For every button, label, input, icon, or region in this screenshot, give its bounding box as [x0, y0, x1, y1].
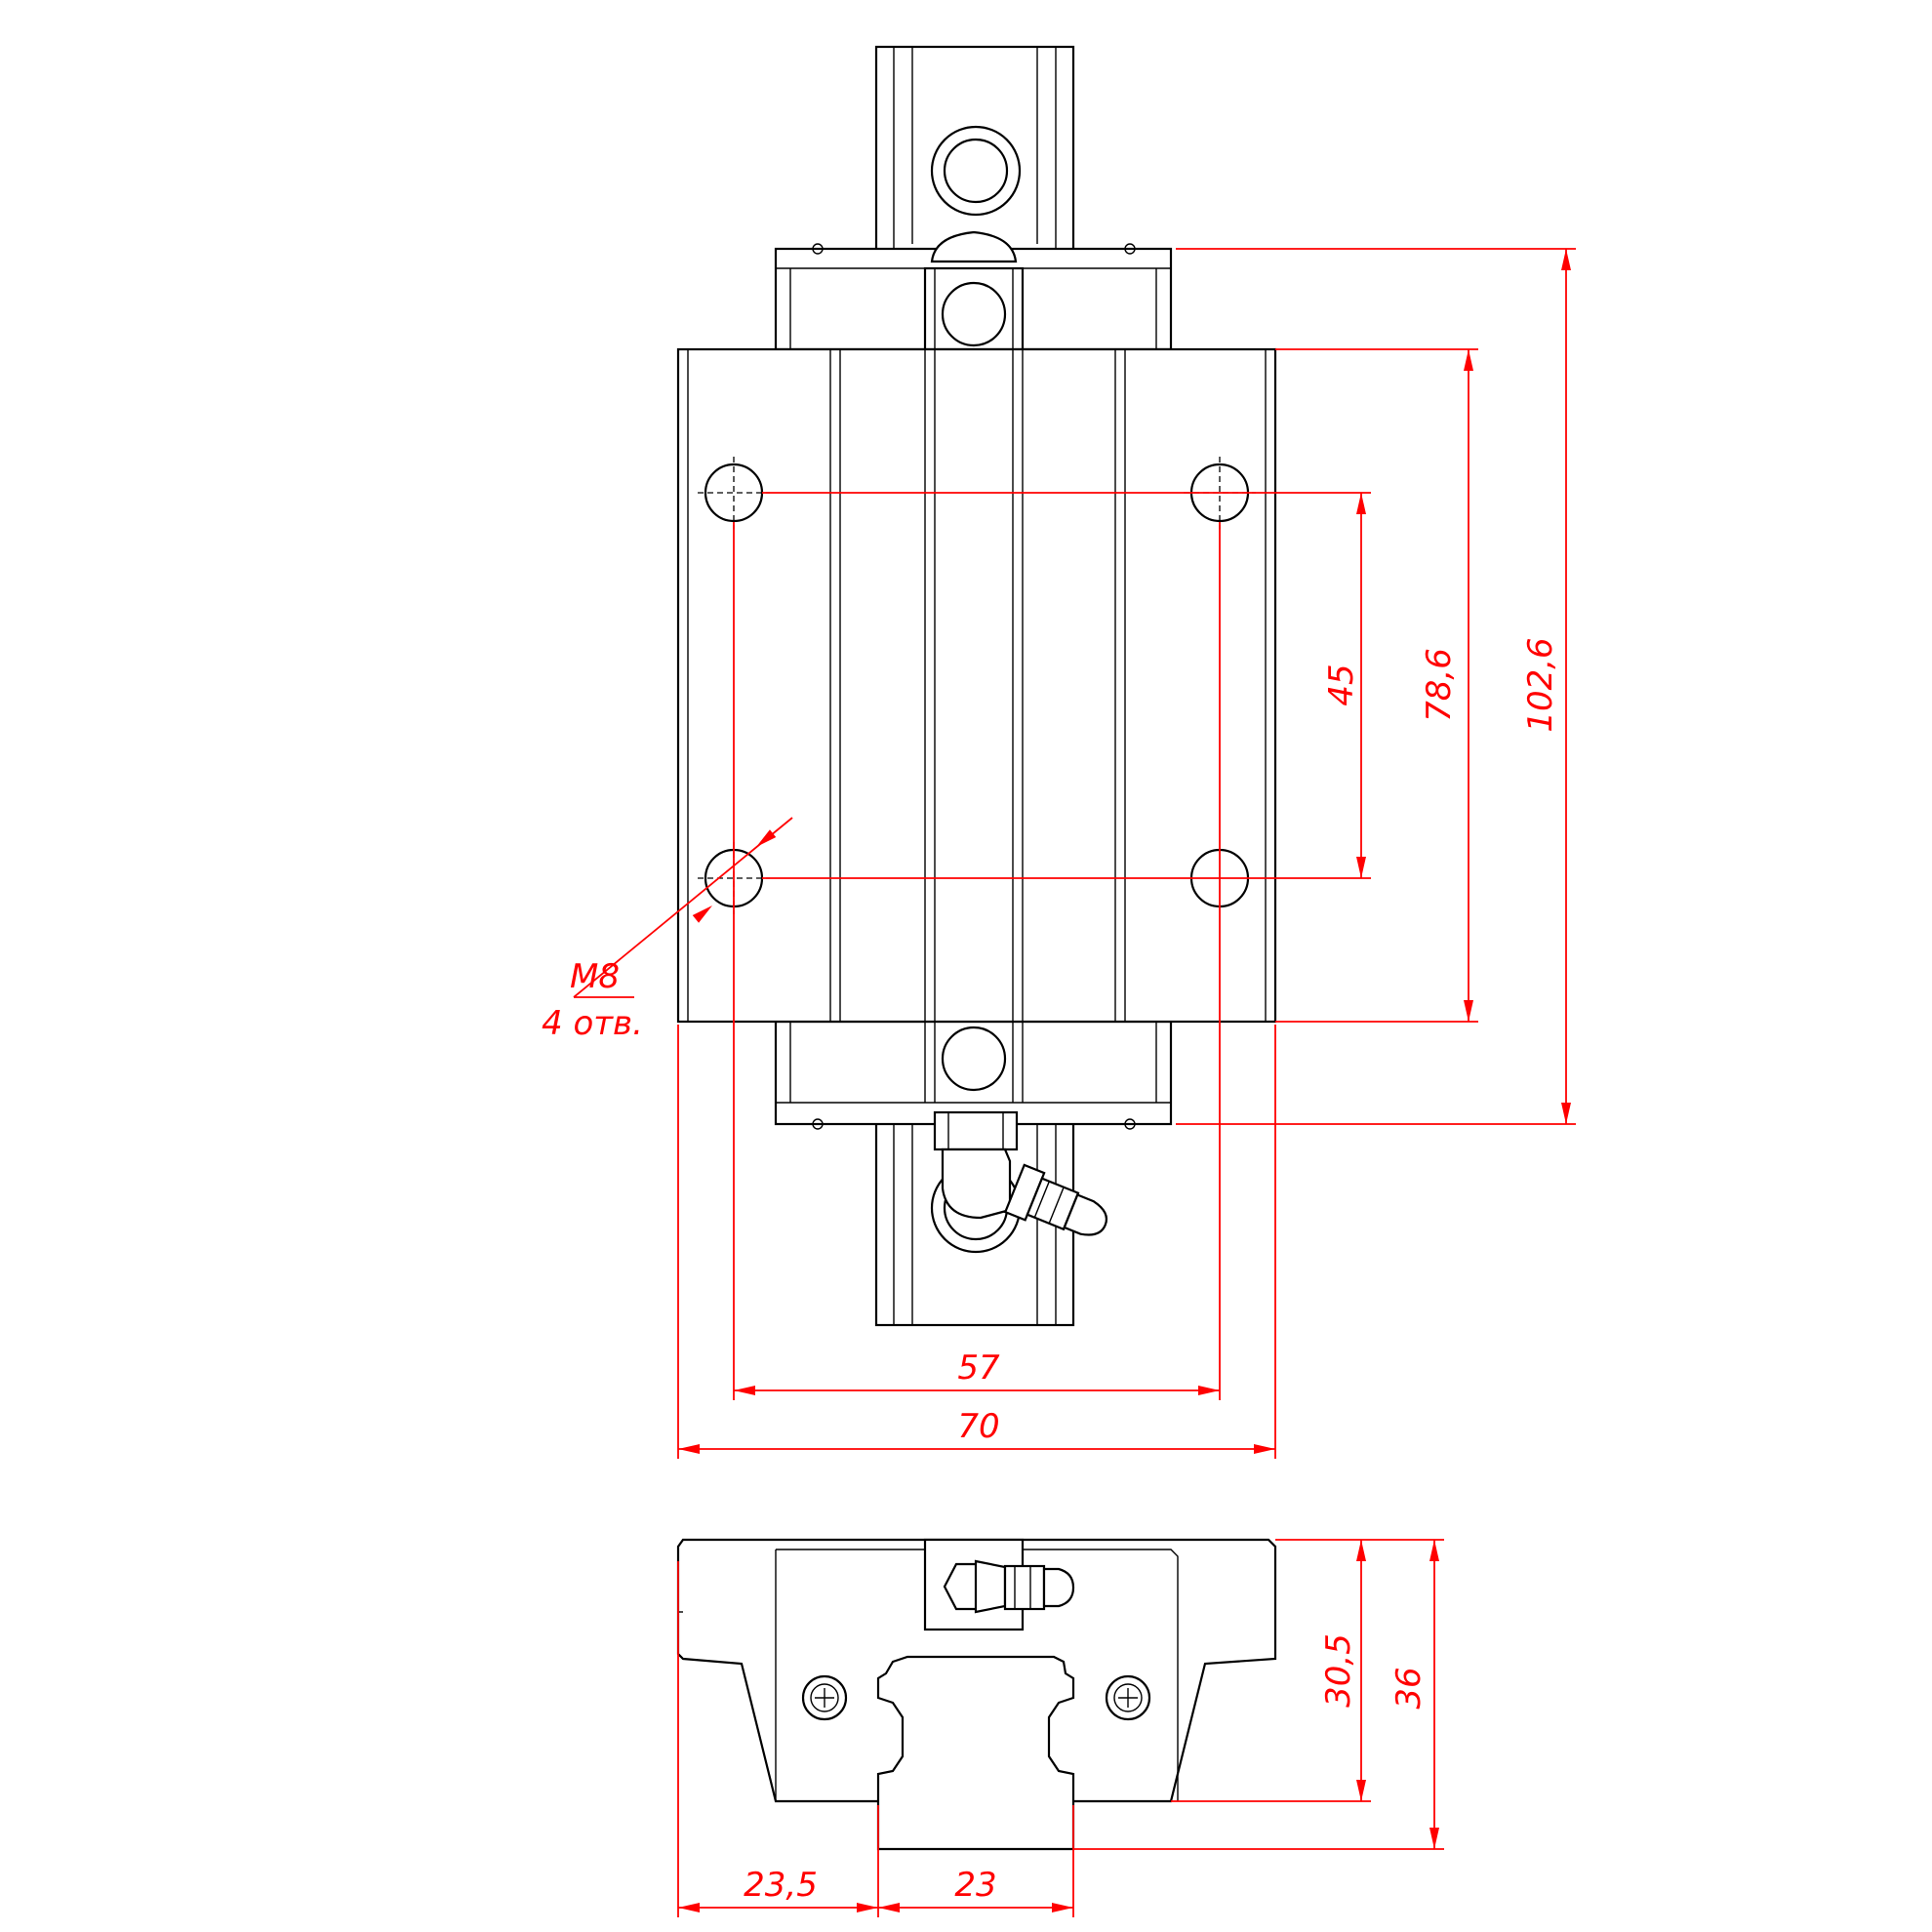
dim-78-6: 78,6 — [1420, 648, 1459, 722]
end-view — [676, 1538, 1277, 1851]
dim-23-5: 23,5 — [744, 1866, 818, 1905]
dim-30-5: 30,5 — [1319, 1633, 1358, 1708]
dim-23: 23 — [954, 1866, 996, 1905]
dim-70: 70 — [957, 1407, 999, 1446]
dim-45: 45 — [1322, 664, 1361, 705]
callout-quantity: 4 отв. — [542, 1004, 643, 1043]
callout-thread: M8 — [570, 957, 620, 996]
screw-right — [1105, 1674, 1151, 1721]
dim-57: 57 — [957, 1348, 1000, 1388]
top-view — [676, 45, 1277, 1327]
end-cap-top — [774, 230, 1173, 351]
rail-profile — [876, 1655, 1075, 1851]
grease-nipple-top — [933, 1110, 1108, 1236]
grease-nipple-side — [923, 1538, 1075, 1631]
screw-left — [801, 1674, 848, 1721]
dim-36: 36 — [1389, 1667, 1429, 1709]
dimensions: 45 78,6 102,6 57 70 M8 4 отв. — [542, 248, 1576, 1917]
end-cap-bottom — [774, 1020, 1173, 1130]
carriage-block — [676, 347, 1277, 1024]
dim-102-6: 102,6 — [1521, 637, 1560, 732]
